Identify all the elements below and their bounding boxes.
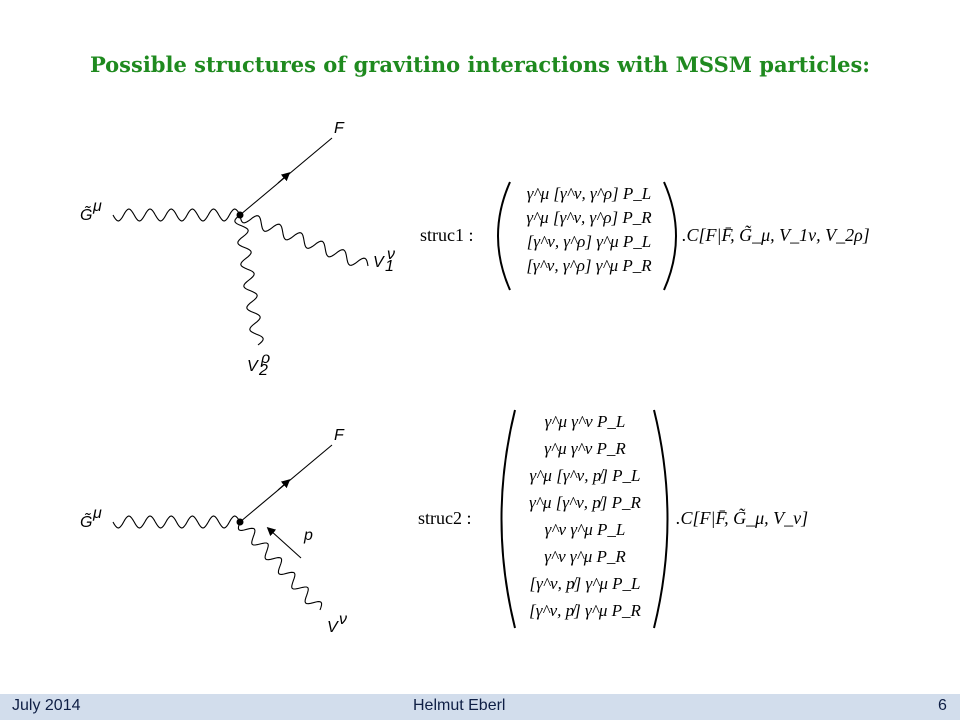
vertex-1 (236, 211, 244, 219)
footer-author: Helmut Eberl (413, 697, 506, 714)
fermion-arrow-2 (277, 479, 291, 491)
vector1-sub: 1 (385, 258, 394, 275)
footer-date: July 2014 (12, 697, 81, 714)
vector-label: V (327, 619, 339, 636)
struc2-row-6: γ^ν γ^μ P_R (544, 547, 626, 566)
momentum-arrow (266, 527, 302, 559)
vector-line (237, 521, 323, 611)
struc2-row-7: [γ^ν, p̸] γ^μ P_L (529, 574, 641, 593)
struc1-brackets (497, 181, 677, 291)
vector2-line (234, 214, 264, 346)
struc1-name: struc1 : (420, 225, 474, 245)
gravitino-index-1: μ (92, 198, 102, 215)
struc2-row-5: γ^ν γ^μ P_L (544, 520, 626, 539)
struc1-row-1: γ^μ [γ^ν, γ^ρ] P_L (526, 184, 652, 203)
struc2-row-8: [γ^ν, p̸] γ^μ P_R (529, 601, 641, 620)
vector1-label: V (373, 254, 385, 271)
vector1-line (239, 214, 369, 267)
momentum-label: p (303, 527, 313, 544)
vector2-label: V (247, 358, 259, 375)
struc2-brackets (500, 409, 669, 629)
struc2-row-4: γ^μ [γ^ν, p̸] P_R (529, 493, 641, 512)
gravitino-label-2: G̃ (80, 511, 92, 531)
gravitino-index-2: μ (92, 505, 102, 522)
fermion-label-2: F (334, 427, 345, 444)
struc2-row-2: γ^μ γ^ν P_R (544, 439, 626, 458)
struc2-coupling: .C[F|F̄, G̃_μ, V_ν] (676, 508, 809, 528)
struc1-coupling: .C[F|F̄, G̃_μ, V_1ν, V_2ρ] (682, 225, 870, 245)
gravitino-line-2 (112, 515, 241, 529)
gravitino-line-1 (112, 208, 241, 222)
struc2-row-3: γ^μ [γ^ν, p̸] P_L (529, 466, 641, 485)
vector2-sub: 2 (258, 362, 268, 379)
struc1-row-2: γ^μ [γ^ν, γ^ρ] P_R (526, 208, 652, 227)
footer-page: 6 (938, 697, 947, 714)
struc1-row-4: [γ^ν, γ^ρ] γ^μ P_R (526, 256, 652, 275)
vector-sup: ν (339, 611, 347, 628)
fermion-label-1: F (334, 120, 345, 137)
struc2-row-1: γ^μ γ^ν P_L (544, 412, 626, 431)
diagram1: F G̃ μ V 1 ν V 2 ρ (80, 120, 395, 379)
footer-bar: July 2014 Helmut Eberl 6 (0, 694, 960, 720)
slide-title: Possible structures of gravitino interac… (89, 52, 871, 77)
gravitino-label-1: G̃ (80, 204, 92, 224)
fermion-arrow-1 (277, 172, 291, 184)
vector1-sup: ν (387, 246, 395, 263)
vertex-2 (236, 518, 244, 526)
diagram2: F G̃ μ p V ν (80, 427, 347, 636)
struc2-name: struc2 : (418, 508, 472, 528)
struc1-row-3: [γ^ν, γ^ρ] γ^μ P_L (526, 232, 652, 251)
vector2-sup: ρ (260, 350, 270, 367)
